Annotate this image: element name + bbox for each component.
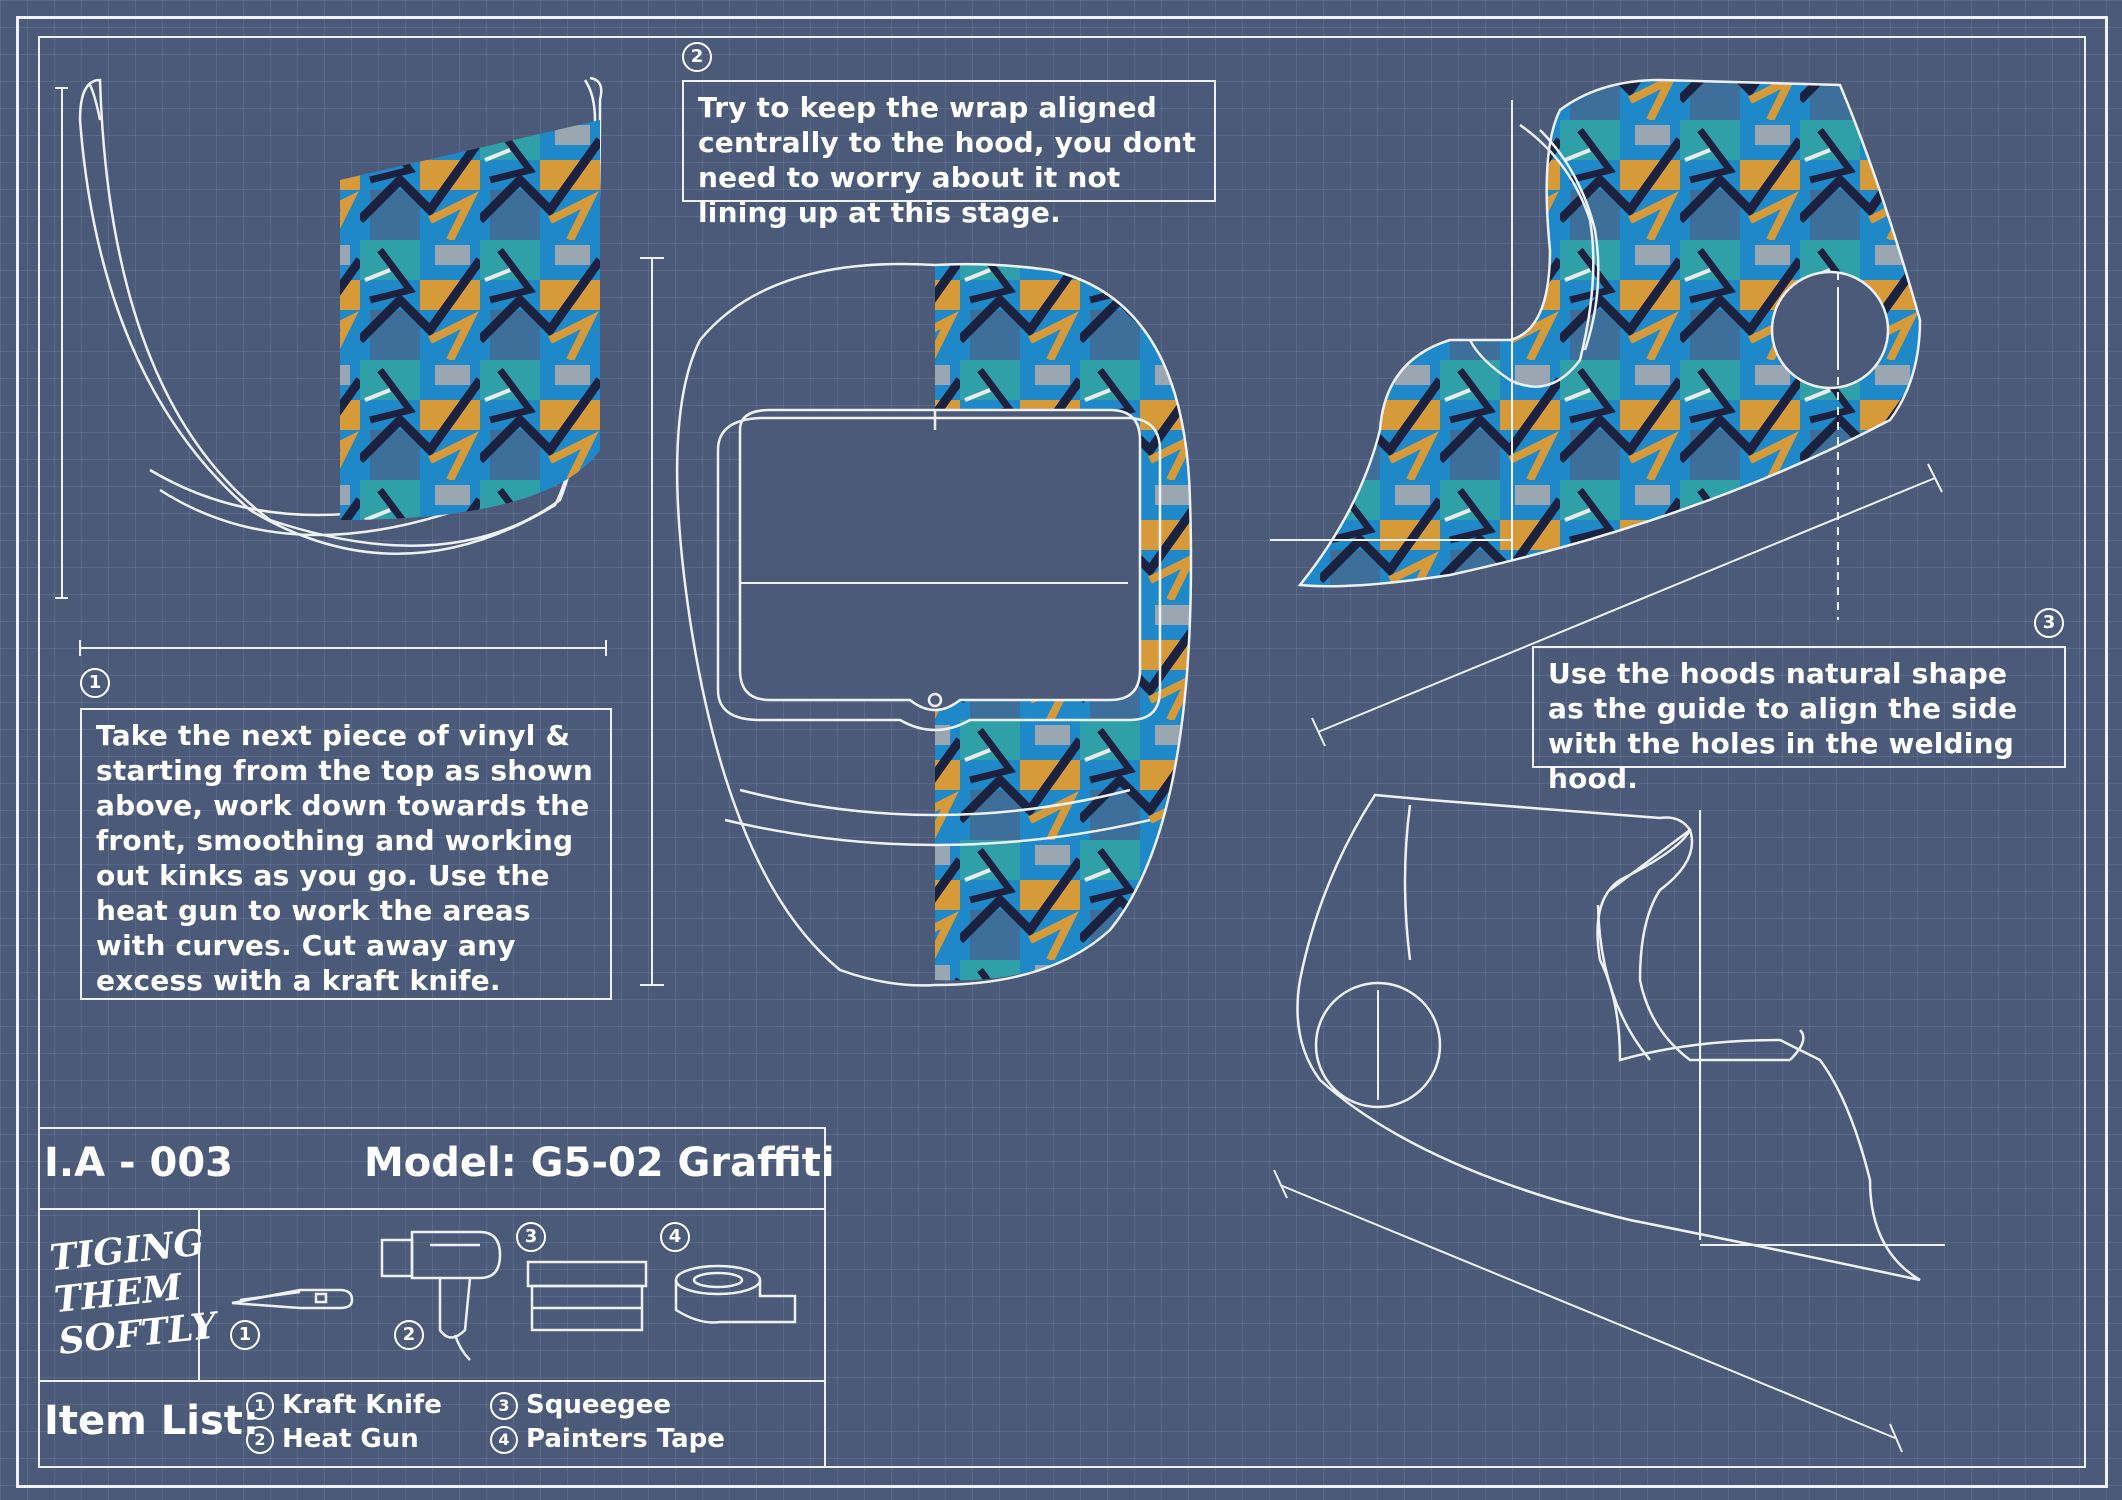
model-name: Model: G5-02 Graffiti: [364, 1140, 835, 1186]
squeegee-icon: [526, 1260, 648, 1332]
step-3-number: 3: [2034, 608, 2064, 638]
tool-2-number: 2: [394, 1320, 424, 1350]
brand-logo: TIGING THEM SOFTLY: [47, 1221, 219, 1363]
tool-1-number: 1: [230, 1320, 260, 1350]
tool-4-number: 4: [660, 1222, 690, 1252]
step-1-instruction: Take the next piece of vinyl & starting …: [80, 708, 612, 1000]
kraft-knife-icon: [231, 1288, 354, 1310]
helmet-side-view-outline: [1296, 793, 1945, 1282]
tool-3-number: 3: [516, 1222, 546, 1252]
instruction-code: I.A - 003: [44, 1140, 233, 1186]
dimension-line-side-view: [1311, 463, 1943, 747]
outer-frame: [16, 16, 2108, 1488]
dimension-lines-top-view: [55, 87, 664, 986]
helmet-side-view-wrapped: [1270, 78, 1922, 620]
helmet-front-view: [675, 262, 1193, 987]
step-2-instruction: Try to keep the wrap aligned centrally t…: [682, 80, 1216, 229]
title-block: [38, 1127, 826, 1468]
heat-gun-icon: [380, 1230, 502, 1361]
step-2-number: 2: [682, 42, 712, 72]
dimension-line-bottom-side: [1273, 1169, 1903, 1453]
logo-divider: [198, 1208, 200, 1380]
inner-frame: [38, 36, 2086, 1468]
title-divider: [38, 1208, 824, 1210]
item-list-label: Item List:: [44, 1398, 259, 1444]
step-1-number: 1: [80, 668, 110, 698]
helmet-top-view: [78, 76, 603, 556]
items-divider: [38, 1380, 824, 1382]
painters-tape-icon: [674, 1264, 797, 1324]
step-3-instruction: Use the hoods natural shape as the guide…: [1532, 646, 2066, 795]
